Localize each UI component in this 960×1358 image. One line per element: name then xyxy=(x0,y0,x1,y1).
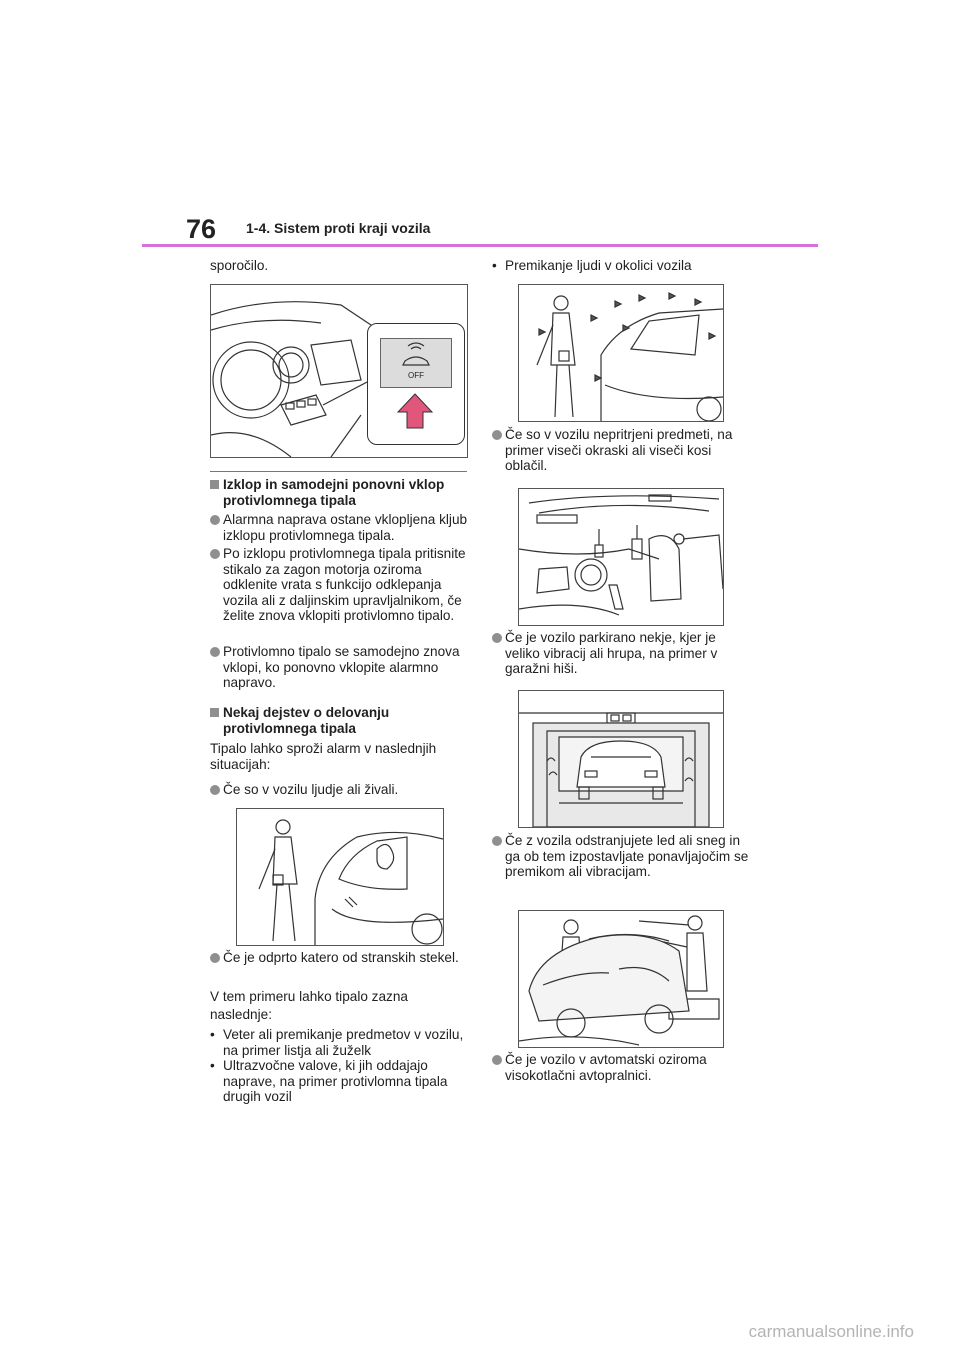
figure-parking-garage xyxy=(518,690,724,828)
page-number: 76 xyxy=(186,214,217,244)
dash-item: • Veter ali premikanje predmetov v vozil… xyxy=(210,1027,464,1058)
switch-callout: OFF xyxy=(367,323,465,445)
paragraph: Tipalo lahko sproži alarm v naslednjih s… xyxy=(210,741,437,772)
round-bullet-icon xyxy=(210,785,220,795)
press-arrow-icon xyxy=(396,392,434,430)
header-rule xyxy=(142,244,818,247)
list-item: Protivlomno tipalo se samodejno znova vk… xyxy=(210,644,472,691)
list-item: Če je vozilo parkirano nekje, kjer je ve… xyxy=(492,630,754,677)
round-bullet-icon xyxy=(492,430,502,440)
dash-item: • Premikanje ljudi v okolici vozila xyxy=(492,258,692,273)
list-item: Če so v vozilu nepritrjeni predmeti, na … xyxy=(492,427,754,474)
figure-people-around-car xyxy=(518,284,724,422)
list-item: Če je odprto katero od stranskih stekel. xyxy=(210,950,472,966)
figure-dashboard-switch: OFF xyxy=(210,284,468,458)
heading-sensor-facts: Nekaj dejstev o delovanju protivlomnega … xyxy=(210,705,468,736)
paragraph: V tem primeru lahko tipalo zazna nasledn… xyxy=(210,989,408,1022)
figure-pet-in-car xyxy=(236,808,444,946)
list-item: Po izklopu protivlomnega tipala pritisni… xyxy=(210,546,472,624)
round-bullet-icon xyxy=(210,549,220,559)
list-item: Alarmna naprava ostane vklopljena kljub … xyxy=(210,512,472,543)
figure-snow-removal xyxy=(518,910,724,1048)
figure-loose-items-interior xyxy=(518,488,724,626)
square-bullet-icon xyxy=(210,480,219,489)
switch-off-label: OFF xyxy=(408,371,424,380)
section-divider xyxy=(210,471,467,472)
round-bullet-icon xyxy=(492,633,502,643)
dash-item: • Ultrazvočne valove, ki jih oddajajo na… xyxy=(210,1058,448,1105)
round-bullet-icon xyxy=(492,1055,502,1065)
intrusion-sensor-switch-icon: OFF xyxy=(380,338,452,388)
watermark: carmanualsonline.info xyxy=(748,1322,914,1341)
intro-text: sporočilo. xyxy=(210,258,269,273)
round-bullet-icon xyxy=(210,647,220,657)
list-item: Če je vozilo v avtomatski oziroma visoko… xyxy=(492,1052,754,1083)
round-bullet-icon xyxy=(210,515,220,525)
heading-sensor-cancel: Izklop in samodejni ponovni vklop protiv… xyxy=(210,477,468,508)
list-item: Če z vozila odstranjujete led ali sneg i… xyxy=(492,833,754,880)
round-bullet-icon xyxy=(210,953,220,963)
section-title: 1-4. Sistem proti kraji vozila xyxy=(246,220,431,236)
list-item: Če so v vozilu ljudje ali živali. xyxy=(210,782,472,798)
square-bullet-icon xyxy=(210,708,219,717)
round-bullet-icon xyxy=(492,836,502,846)
